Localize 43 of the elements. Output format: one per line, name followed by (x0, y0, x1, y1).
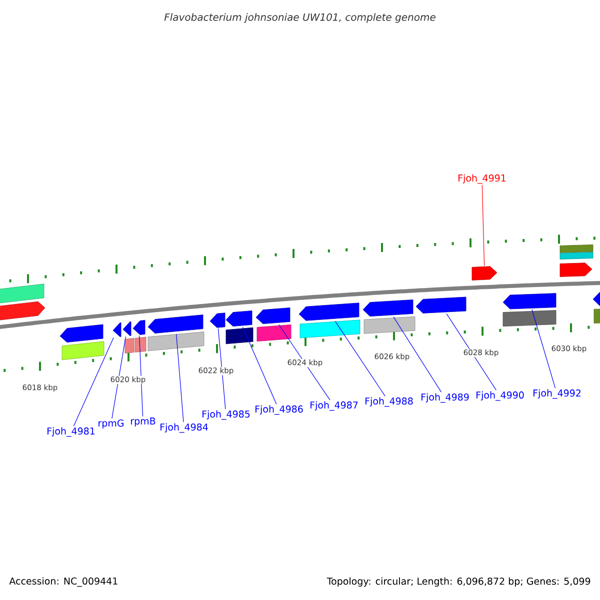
gene-feature (122, 321, 132, 336)
accession-text: Accession: NC_009441 (9, 577, 118, 587)
gene-label: Fjoh_4984 (160, 423, 208, 433)
summary-text: Topology: circular; Length: 6,096,872 bp; Genes: 5,099 (326, 577, 590, 587)
leader-line (242, 326, 277, 404)
gene-feature (0, 301, 46, 322)
gene-feature (210, 312, 226, 328)
gene-label: Fjoh_4992 (534, 389, 580, 399)
gene-label: Fjoh_4991 (458, 174, 506, 184)
gene-label: rpmG (98, 419, 124, 429)
gene-feature (416, 296, 466, 314)
gene-label: Fjoh_4985 (202, 410, 250, 420)
leader-line (112, 336, 126, 419)
gene-feature (112, 322, 122, 337)
gene-feature (560, 262, 592, 277)
gene-label: Fjoh_4989 (422, 393, 469, 403)
leader-line (218, 328, 226, 410)
gene-feature (472, 266, 498, 280)
leader-line (532, 309, 556, 388)
leader-line (73, 337, 114, 426)
leader-line (393, 316, 442, 392)
gene-feature (592, 291, 600, 306)
gene-feature (148, 314, 204, 334)
gene-label: Fjoh_4987 (310, 401, 358, 411)
gene-feature (502, 293, 556, 310)
leader-line (176, 334, 184, 422)
leader-line (482, 184, 485, 266)
gene-label: Fjoh_4990 (476, 391, 524, 401)
gene-label: Fjoh_4988 (366, 397, 413, 407)
gene-feature (60, 324, 104, 342)
leader-line (334, 320, 386, 396)
gene-feature (132, 320, 146, 335)
gene-label: Fjoh_4986 (256, 405, 303, 415)
gene-feature (256, 308, 290, 324)
gene-label: Fjoh_4981 (48, 427, 95, 437)
leader-line (446, 313, 496, 390)
gene-feature (362, 300, 414, 316)
gene-feature (226, 310, 252, 326)
leader-line (139, 335, 144, 417)
leader-line (278, 324, 330, 400)
gene-feature (298, 302, 360, 321)
title: Flavobacterium johnsoniae UW101, complete genome (164, 13, 436, 23)
gene-label: rpmB (131, 418, 156, 426)
